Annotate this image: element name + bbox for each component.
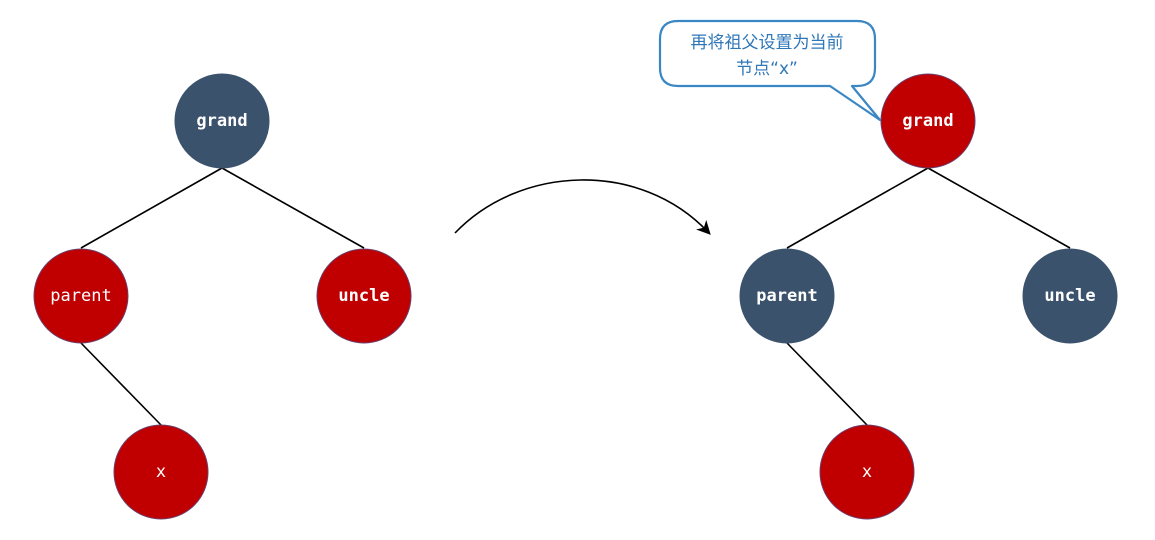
after-parent-node: parent — [739, 248, 835, 344]
after-uncle-label: uncle — [1044, 286, 1095, 306]
edge-grand-uncle — [927, 167, 1071, 249]
after-uncle-node: uncle — [1022, 248, 1118, 344]
before-uncle-node: uncle — [316, 248, 412, 344]
callout-line-2: 节点“x” — [736, 59, 798, 79]
edge-grand-uncle — [221, 167, 365, 249]
edge-parent-x — [786, 342, 868, 426]
edge-grand-parent — [80, 167, 223, 249]
after-tree: grand parent uncle x — [739, 73, 1118, 520]
before-tree: grand parent uncle x — [33, 73, 412, 520]
before-x-label: x — [156, 462, 166, 482]
after-parent-label: parent — [756, 286, 817, 306]
before-x-node: x — [113, 424, 209, 520]
after-grand-label: grand — [902, 111, 953, 131]
before-grand-node: grand — [174, 73, 270, 169]
before-parent-label: parent — [50, 286, 111, 306]
before-uncle-label: uncle — [338, 286, 389, 306]
edge-parent-x — [80, 342, 162, 426]
callout-line-1: 再将祖父设置为当前 — [691, 33, 844, 53]
callout-bubble: 再将祖父设置为当前 节点“x” — [658, 19, 882, 122]
edge-grand-parent — [786, 167, 929, 249]
after-grand-node: grand — [880, 73, 976, 169]
after-x-label: x — [862, 462, 872, 482]
transition-arrow — [454, 179, 711, 235]
after-x-node: x — [819, 424, 915, 520]
before-parent-node: parent — [33, 248, 129, 344]
before-grand-label: grand — [196, 111, 247, 131]
callout-shape — [658, 19, 882, 122]
